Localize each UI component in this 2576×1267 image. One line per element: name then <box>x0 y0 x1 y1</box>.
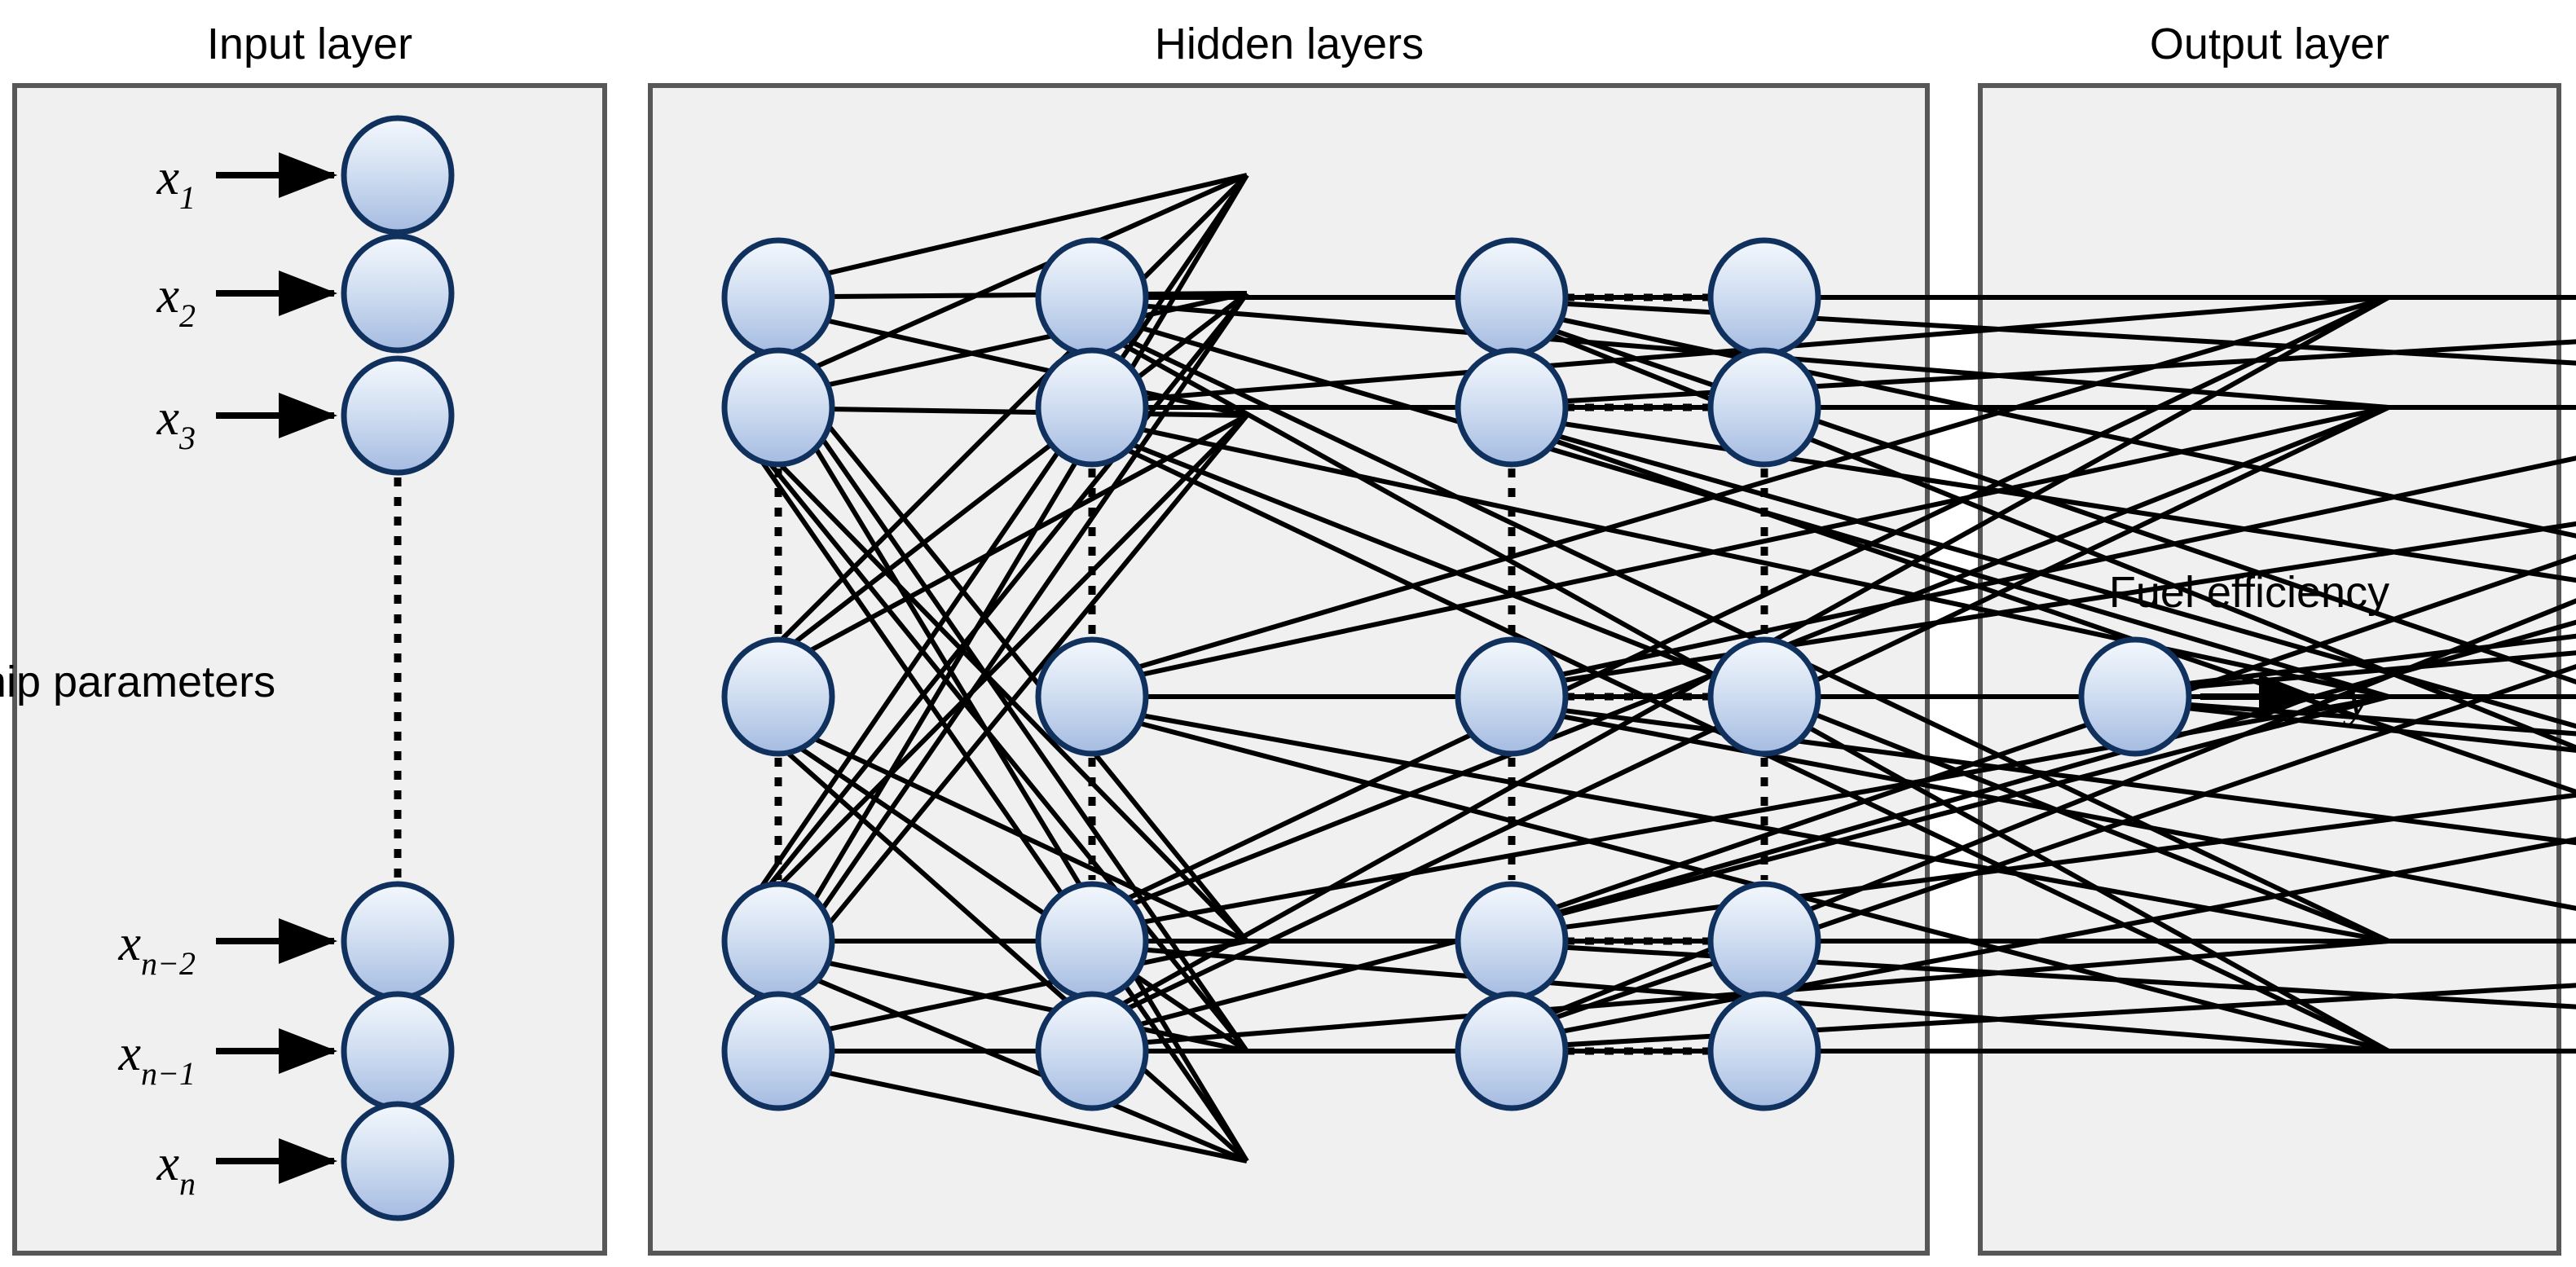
neuron-nodes <box>341 115 2192 1221</box>
hidden1-to-hidden2-edge <box>1037 939 2389 1054</box>
input-layer-node-5[interactable] <box>341 991 455 1111</box>
input-to-hidden1-edge <box>723 291 1248 699</box>
input-layer-node-4[interactable] <box>341 881 455 1001</box>
hidden-layer-2-node-4[interactable] <box>1035 881 1149 1001</box>
hidden-layer-1-node-5[interactable] <box>721 991 835 1111</box>
hidden-layer-4-node-4[interactable] <box>1707 881 1821 1001</box>
hidden-layer-4-node-1[interactable] <box>1707 237 1821 358</box>
input-layer-node-3[interactable] <box>341 355 455 476</box>
variable-labels: x1 x2 x3 xn−2 xn−1 xn y <box>117 150 2370 1202</box>
hidden-layer-3-node-1[interactable] <box>1455 237 1569 358</box>
hidden-layer-2-node-5[interactable] <box>1035 991 1149 1111</box>
input-to-hidden1-edge <box>722 406 1249 1163</box>
input-label-6: xn <box>156 1136 196 1202</box>
input-label-4: xn−2 <box>117 916 196 982</box>
hidden-layer-4-node-2[interactable] <box>1707 347 1821 468</box>
ship-parameters-label: Ship parameters <box>0 658 275 706</box>
input-layer-node-2[interactable] <box>341 233 455 354</box>
hidden-layer-4-node-5[interactable] <box>1707 991 1821 1111</box>
output-label: y <box>2342 671 2370 727</box>
input-to-hidden1-edge <box>723 694 1248 1164</box>
hidden1-to-hidden2-edge <box>1037 694 2389 944</box>
hidden-layer-3-node-3[interactable] <box>1455 636 1569 757</box>
title-hidden-layers: Hidden layers <box>1155 20 1424 68</box>
title-input-layer: Input layer <box>207 20 412 68</box>
hidden-layer-1-node-3[interactable] <box>721 636 835 757</box>
hidden-layer-1-node-4[interactable] <box>721 881 835 1001</box>
hidden-layer-2-node-3[interactable] <box>1035 636 1149 757</box>
input-label-1: x1 <box>156 150 196 216</box>
hidden-layer-3-node-5[interactable] <box>1455 991 1569 1111</box>
input-layer-node-1[interactable] <box>341 115 455 235</box>
input-to-hidden1-edge <box>722 173 1249 699</box>
hidden-layer-1-node-1[interactable] <box>721 237 835 358</box>
input-label-5: xn−1 <box>117 1026 196 1092</box>
output-layer-node-1[interactable] <box>2078 636 2192 757</box>
input-label-3: x3 <box>156 390 196 456</box>
hidden-layer-4-node-3[interactable] <box>1707 636 1821 757</box>
hidden-layer-2-node-1[interactable] <box>1035 237 1149 358</box>
io-arrows <box>216 152 2318 1184</box>
hidden-layer-2-node-2[interactable] <box>1035 347 1149 468</box>
hidden-layer-3-node-2[interactable] <box>1455 347 1569 468</box>
vertical-ellipsis-lines <box>394 469 1768 882</box>
hidden1-to-hidden2-edge <box>1037 295 2390 944</box>
input-label-2: x2 <box>156 268 196 334</box>
fuel-efficiency-label: Fuel efficiency <box>2109 568 2389 617</box>
hidden-layer-1-node-2[interactable] <box>721 347 835 468</box>
hidden1-to-hidden2-edge <box>1037 694 2389 1054</box>
input-layer-node-6[interactable] <box>341 1101 455 1221</box>
hidden-layer-3-node-4[interactable] <box>1455 881 1569 1001</box>
title-output-layer: Output layer <box>2150 20 2389 68</box>
